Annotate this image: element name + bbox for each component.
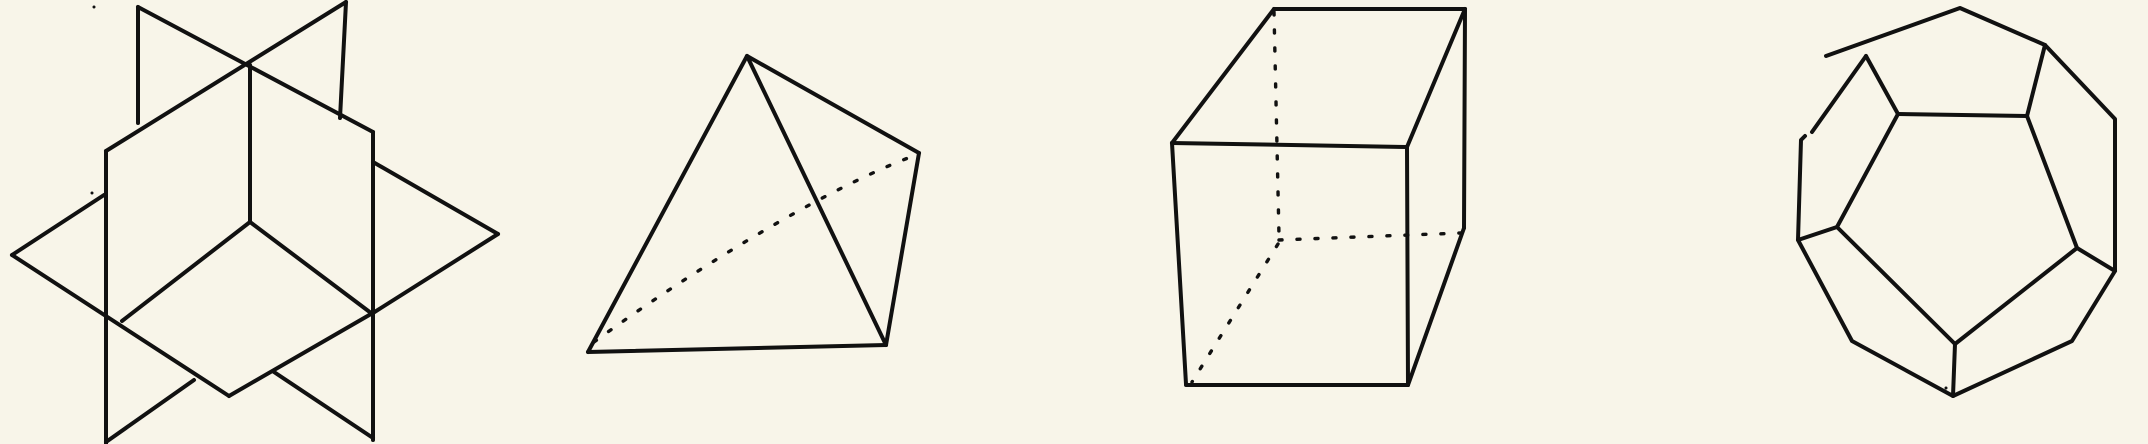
dodecahedron-figure xyxy=(1796,6,2117,398)
dodecahedron-edge xyxy=(1835,112,1900,229)
octahedron-edge xyxy=(10,253,231,398)
dodecahedron-edge xyxy=(1864,54,1900,116)
tetrahedron-edge xyxy=(586,54,749,354)
octahedron-edge xyxy=(338,0,348,120)
octahedron-edge xyxy=(272,370,375,440)
cube-edge xyxy=(1170,141,1409,149)
stray-mark xyxy=(92,5,96,9)
cube-edge xyxy=(1462,7,1467,230)
octahedron-edge xyxy=(371,232,500,315)
dodecahedron-edge xyxy=(2075,246,2117,273)
tetrahedron-hidden-edge xyxy=(592,156,910,344)
stray-mark xyxy=(90,191,94,195)
dodecahedron-edge xyxy=(1810,54,1868,134)
tetrahedron-edge xyxy=(884,151,921,347)
octahedron-edge xyxy=(136,5,375,134)
octahedron-edge xyxy=(104,0,348,153)
tetrahedron-edge xyxy=(745,54,921,155)
octahedron-edge xyxy=(371,160,500,236)
stray-mark xyxy=(1944,386,1948,390)
octahedron-edge xyxy=(227,312,373,398)
dodecahedron-edge xyxy=(1835,225,1957,346)
cube-edge xyxy=(1170,7,1276,145)
tetrahedron-figure xyxy=(586,54,921,354)
cube-edge xyxy=(1170,141,1188,386)
octahedron-edge xyxy=(10,193,106,257)
cube-edge xyxy=(1406,226,1466,387)
cube-edge xyxy=(1405,7,1467,149)
cube-figure xyxy=(1170,7,1467,387)
cube-edge xyxy=(1405,145,1410,387)
dodecahedron-edge xyxy=(2025,114,2079,250)
cube-hidden-edge xyxy=(1277,231,1463,242)
octahedron-figure xyxy=(10,0,500,444)
cube-hidden-edge xyxy=(1272,10,1281,238)
octahedron-edge xyxy=(120,220,252,323)
dodecahedron-edge xyxy=(1896,112,2029,118)
dodecahedron-edge xyxy=(1951,342,1957,398)
tetrahedron-edge xyxy=(745,54,888,347)
octahedron-edge xyxy=(104,378,196,444)
octahedron-edge xyxy=(248,220,373,315)
dodecahedron-edge xyxy=(1796,225,1839,242)
dodecahedron-edge xyxy=(2025,43,2047,118)
dodecahedron-edge xyxy=(1953,246,2079,346)
dodecahedron-edge xyxy=(1796,6,2117,398)
tetrahedron-edge xyxy=(586,343,888,354)
cube-hidden-edge xyxy=(1190,242,1280,384)
